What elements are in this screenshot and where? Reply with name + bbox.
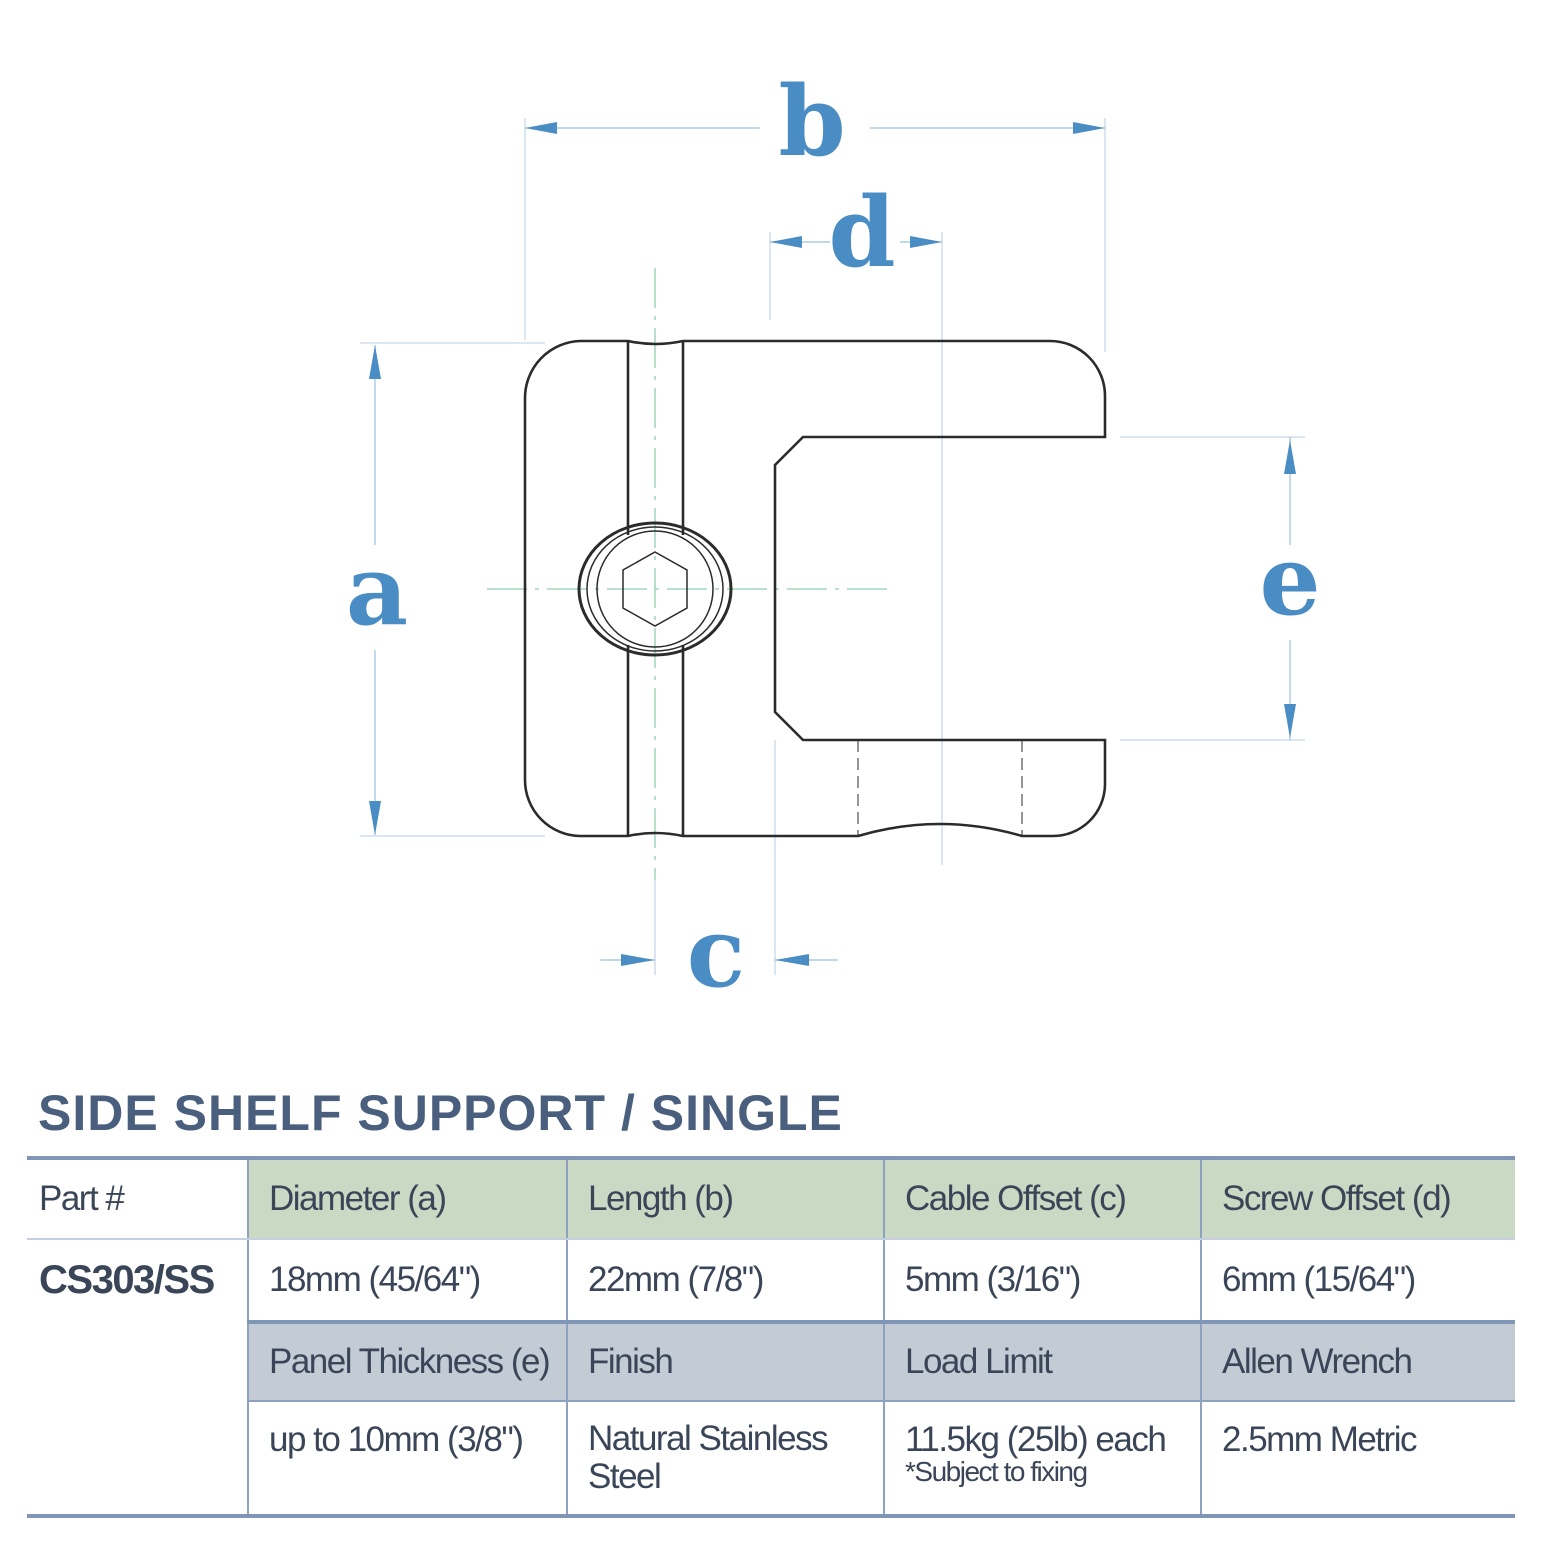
technical-drawing: b d a e c <box>346 65 1321 1009</box>
header-screw-offset: Screw Offset (d) <box>1200 1160 1515 1238</box>
value-finish: Natural Stainless Steel <box>566 1402 883 1514</box>
part-number: CS303/SS <box>39 1258 215 1302</box>
empty-cell <box>27 1324 247 1400</box>
header-finish: Finish <box>566 1324 883 1400</box>
header-load-limit: Load Limit <box>883 1324 1200 1400</box>
set-screw-icon <box>577 521 733 657</box>
header-diameter: Diameter (a) <box>247 1160 566 1238</box>
table-row-values-1: CS303/SS 18mm (45/64") 22mm (7/8") 5mm (… <box>27 1240 1515 1320</box>
empty-cell <box>27 1402 247 1514</box>
header-length: Length (b) <box>566 1160 883 1238</box>
value-allen-wrench: 2.5mm Metric <box>1200 1402 1515 1514</box>
load-note: *Subject to fixing <box>905 1456 1088 1487</box>
header-cable-offset: Cable Offset (c) <box>883 1160 1200 1238</box>
table-row-values-2: up to 10mm (3/8") Natural Stainless Stee… <box>27 1402 1515 1514</box>
dimension-lines <box>369 122 1296 966</box>
dimension-label-d: d <box>828 176 895 289</box>
extension-lines <box>360 118 1305 975</box>
part-outline <box>523 339 1107 838</box>
value-load-limit: 11.5kg (25lb) each*Subject to fixing <box>883 1402 1200 1514</box>
table-top-rule <box>27 1156 1515 1160</box>
product-title: SIDE SHELF SUPPORT / SINGLE <box>38 1085 843 1141</box>
dimension-label-c: c <box>687 896 745 1009</box>
value-length: 22mm (7/8") <box>566 1240 883 1320</box>
center-lines <box>487 268 890 880</box>
dimension-label-a: a <box>346 534 408 647</box>
part-header: Part # <box>39 1179 125 1218</box>
load-limit-text: 11.5kg (25lb) each <box>905 1420 1167 1459</box>
value-cable-offset: 5mm (3/16") <box>883 1240 1200 1320</box>
value-screw-offset: 6mm (15/64") <box>1200 1240 1515 1320</box>
value-diameter: 18mm (45/64") <box>247 1240 566 1320</box>
divider <box>247 1400 1515 1402</box>
dimension-label-e: e <box>1259 524 1320 637</box>
divider <box>27 1238 1515 1240</box>
divider <box>247 1320 1515 1324</box>
table-row-headers-1: Part # Diameter (a) Length (b) Cable Off… <box>27 1160 1515 1238</box>
dimension-label-b: b <box>778 65 845 178</box>
value-panel-thickness: up to 10mm (3/8") <box>247 1402 566 1514</box>
table-bottom-rule <box>27 1514 1515 1518</box>
table-row-headers-2: Panel Thickness (e) Finish Load Limit Al… <box>27 1324 1515 1400</box>
header-panel-thickness: Panel Thickness (e) <box>247 1324 566 1400</box>
header-allen-wrench: Allen Wrench <box>1200 1324 1515 1400</box>
